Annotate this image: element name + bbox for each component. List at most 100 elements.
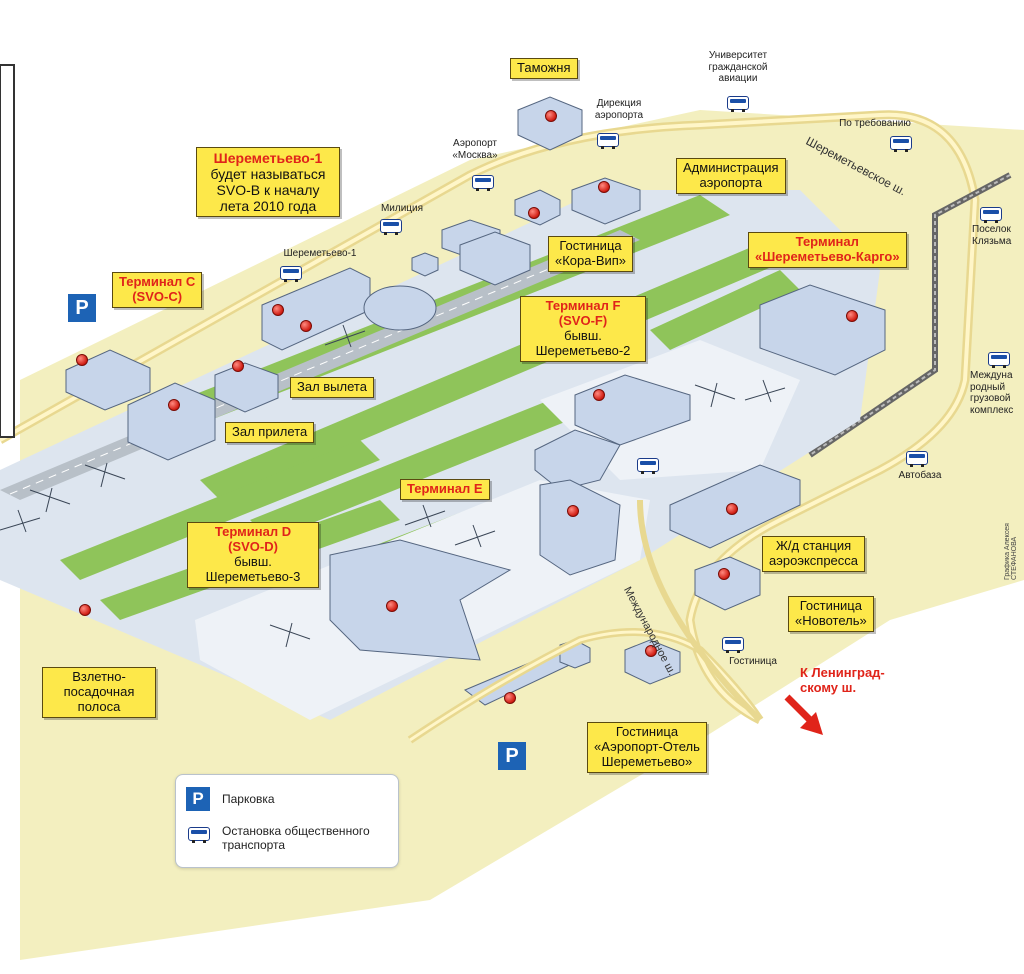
label-university-l1: Университет (708, 50, 768, 61)
label-terminal-f-l2: (SVO-F) (558, 312, 608, 328)
pin-administration[interactable] (598, 181, 610, 193)
label-cargo-l1: Терминал (795, 234, 859, 249)
label-rail-station: Ж/д станция аэроэкспресса (762, 536, 866, 572)
bus-stop-icon-autobase[interactable] (906, 451, 928, 467)
label-terminal-d-l4: Шереметьево-3 (205, 568, 301, 584)
label-police: Милиция (380, 203, 424, 214)
bus-stop-icon-terminal[interactable] (637, 458, 659, 474)
label-university-l3: авиации (718, 73, 758, 84)
label-leningrad-highway: К Ленинград- скому ш. (800, 665, 885, 696)
leningrad-direction-arrow (784, 694, 823, 735)
label-hotel-kora-l1: Гостиница (559, 238, 622, 253)
bus-stop-icon-intl-cargo[interactable] (988, 352, 1010, 368)
label-intl-cargo-l4: комплекс (970, 404, 1014, 416)
pin-parking-south[interactable] (504, 692, 516, 704)
label-terminal-d: Терминал D (SVO-D) бывш. Шереметьево-3 (187, 522, 319, 588)
graphics-credit: Графика Алексея СТЕФАНОВА (1004, 490, 1018, 580)
label-sheremetyevo1-title: Шереметьево-1 (213, 150, 323, 166)
label-settlement-l1: Поселок (972, 224, 1011, 235)
pin-novotel[interactable] (718, 568, 730, 580)
label-directorate: Дирекция аэропорта (580, 98, 658, 121)
label-moscow-airport: Аэропорт «Москва» (440, 138, 510, 161)
label-hotel-kora-l2: «Кора-Вип» (555, 252, 627, 268)
label-directorate-l2: аэропорта (594, 109, 644, 121)
label-on-request: По требованию (839, 118, 911, 129)
pin-arrivals[interactable] (232, 360, 244, 372)
bus-stop-icon-sheremetyevo1[interactable] (280, 266, 302, 282)
pin-terminal-c[interactable] (168, 399, 180, 411)
label-sheremetyevo1: Шереметьево-1 будет называться SVO-B к н… (196, 147, 340, 218)
pin-rail-station[interactable] (726, 503, 738, 515)
label-leningrad-l2: скому ш. (800, 679, 857, 695)
grass-strip-7 (650, 270, 800, 350)
graphics-credit-l1: Графика (1004, 552, 1011, 580)
bus-stop-icon-hotel[interactable] (722, 637, 744, 653)
pin-departures[interactable] (300, 320, 312, 332)
pin-terminal-d[interactable] (386, 600, 398, 612)
label-departures-hall: Зал вылета (290, 377, 374, 398)
aircraft (0, 324, 786, 648)
legend-bus-stop-icon (188, 827, 210, 843)
label-hotel-airport-l3: Шереметьево» (601, 753, 693, 769)
label-moscow-airport-l1: Аэропорт (452, 138, 497, 149)
label-hotel-airport-l2: «Аэропорт-Отель (594, 738, 700, 754)
pin-terminal-f[interactable] (593, 389, 605, 401)
label-settlement: Поселок Клязьма (972, 224, 1024, 247)
grass-strip-2 (200, 235, 800, 500)
bus-stop-icon-moscow-airport[interactable] (472, 175, 494, 191)
bus-stop-icon-on-request[interactable] (890, 136, 912, 152)
bus-stop-icon-directorate[interactable] (597, 133, 619, 149)
label-terminal-d-l1: Терминал D (214, 524, 292, 539)
label-university: Университет гражданской авиации (692, 50, 784, 85)
pin-terminal-e[interactable] (567, 505, 579, 517)
label-runway-l3: полоса (77, 698, 121, 714)
label-university-l2: гражданской (708, 61, 768, 73)
label-cargo-terminal: Терминал «Шереметьево-Карго» (748, 232, 907, 268)
label-hotel-novotel: Гостиница «Новотель» (788, 596, 874, 632)
legend-stop-label-l2: транспорта (222, 838, 286, 852)
bus-stop-icon-settlement[interactable] (980, 207, 1002, 223)
legend-parking-label: Парковка (222, 792, 275, 806)
label-terminal-f-l3: бывш. (564, 327, 602, 343)
label-terminal-c-l2: (SVO-C) (132, 288, 183, 304)
pin-airport-hotel[interactable] (645, 645, 657, 657)
label-hotel-kora: Гостиница «Кора-Вип» (548, 236, 634, 272)
pin-kora-hotel[interactable] (528, 207, 540, 219)
label-autobase: Автобаза (898, 470, 942, 481)
pin-terminal-c-west[interactable] (76, 354, 88, 366)
label-intl-cargo-l2: родный (970, 381, 1006, 393)
label-administration-l2: аэропорта (699, 174, 763, 190)
label-rail-station-l2: аэроэкспресса (769, 552, 859, 568)
legend-stop-label-l1: Остановка общественного (222, 824, 370, 838)
label-runway-l2: посадочная (63, 683, 135, 699)
parking-sign-south[interactable]: P (498, 742, 526, 770)
label-sheremetyevo1-l3: SVO-B к началу (216, 182, 320, 199)
label-terminal-d-l3: бывш. (234, 553, 272, 569)
label-terminal-c: Терминал С (SVO-C) (112, 272, 203, 308)
left-edge-panel (0, 64, 15, 438)
label-runway-l1: Взлетно- (72, 669, 126, 684)
label-administration: Администрация аэропорта (676, 158, 786, 194)
label-hotel-novotel-l2: «Новотель» (795, 612, 867, 628)
label-rail-station-l1: Ж/д станция (775, 538, 852, 553)
label-sheremetyevo1-l2: будет называться (210, 166, 326, 183)
label-hotel-stop: Гостиница (729, 656, 777, 667)
pin-customs[interactable] (545, 110, 557, 122)
label-hotel-airport: Гостиница «Аэропорт-Отель Шереметьево» (587, 722, 707, 773)
bus-stop-icon-police[interactable] (380, 219, 402, 235)
pin-cargo[interactable] (846, 310, 858, 322)
label-sheremetyevo1-stop: Шереметьево-1 (283, 248, 357, 259)
label-moscow-airport-l2: «Москва» (452, 149, 498, 161)
label-hotel-airport-l1: Гостиница (615, 724, 679, 739)
parking-sign-west[interactable]: P (68, 294, 96, 322)
label-terminal-f-l4: Шереметьево-2 (535, 342, 631, 358)
label-terminal-f-l1: Терминал F (545, 298, 621, 313)
map-legend: P Парковка Остановка общественного транс… (175, 774, 399, 868)
pin-runway[interactable] (79, 604, 91, 616)
grass-strip-4 (60, 440, 380, 580)
pin-sheremetyevo1[interactable] (272, 304, 284, 316)
label-runway: Взлетно- посадочная полоса (42, 667, 156, 718)
bus-stop-icon-university[interactable] (727, 96, 749, 112)
label-intl-cargo-l1: Междуна (970, 370, 1013, 381)
